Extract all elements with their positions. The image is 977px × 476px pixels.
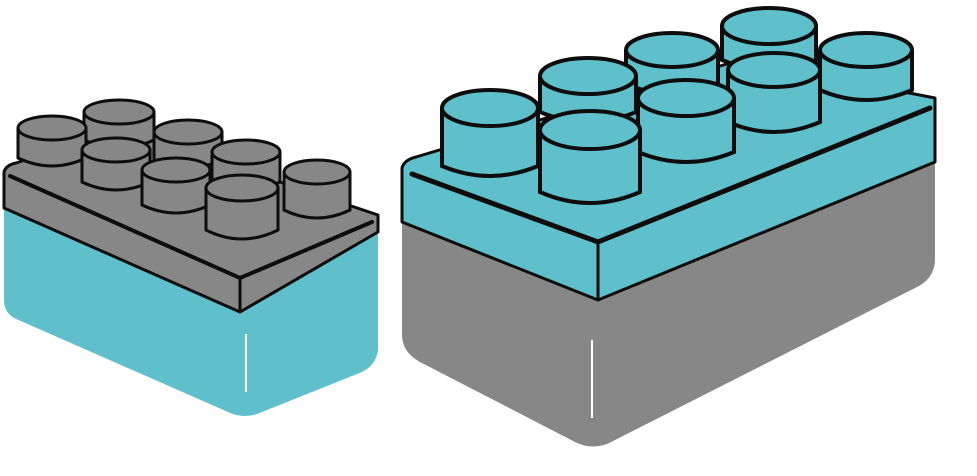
stud [140,156,212,215]
large-brick [400,6,937,447]
stud [282,158,352,220]
stud [440,88,540,178]
stud [726,51,822,134]
large-brick-base [402,160,935,447]
stud [636,78,736,164]
stud [538,109,642,205]
stud [80,136,152,192]
small-brick-base [4,205,378,416]
stud [818,31,914,102]
large-brick-studs [440,6,914,205]
stud [204,173,280,241]
small-brick [2,98,380,416]
stud [16,114,88,168]
small-brick-studs [16,98,352,241]
